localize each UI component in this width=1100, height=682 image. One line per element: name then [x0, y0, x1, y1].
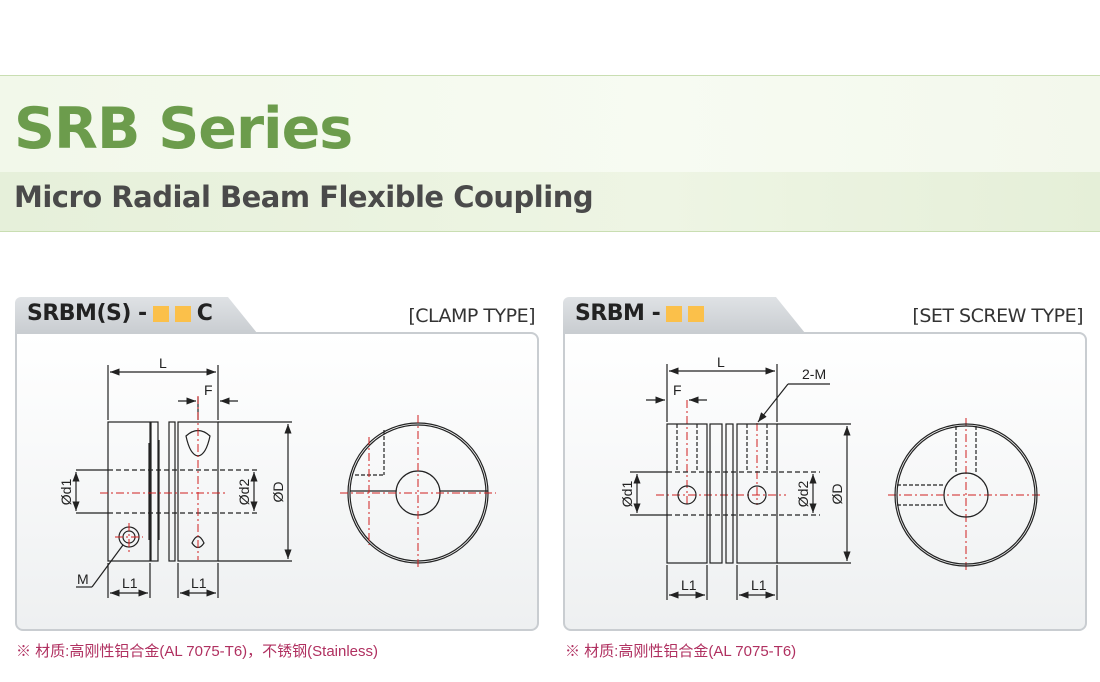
page-subtitle: Micro Radial Beam Flexible Coupling	[14, 180, 594, 214]
clamp-side-view	[72, 365, 489, 598]
option-square	[174, 305, 191, 322]
model-suffix: C	[196, 301, 213, 326]
dim-d2: Ød2	[795, 481, 811, 508]
type-label: [CLAMP TYPE]	[408, 305, 535, 327]
dim-M: M	[77, 571, 89, 587]
model-prefix: SRBM -	[575, 301, 661, 326]
dim-F: F	[673, 382, 682, 398]
material-note: ※ 材质:高刚性铝合金(AL 7075-T6)	[565, 643, 797, 660]
type-label: [SET SCREW TYPE]	[912, 305, 1083, 327]
clamp-type-panel: SRBM(S) - C [CLAMP TYPE]	[15, 297, 539, 631]
page-title: SRB Series	[14, 96, 353, 162]
drawing-box	[15, 332, 539, 631]
dim-L1: L1	[191, 575, 207, 591]
dim-L: L	[159, 355, 167, 371]
dim-D: ØD	[270, 482, 286, 503]
dim-L: L	[717, 354, 725, 370]
model-tab: SRBM -	[563, 297, 805, 333]
header-band	[0, 75, 1100, 173]
option-square	[152, 305, 169, 322]
dimension-labels: L F Ød1 Ød2 ØD L1 L1 M L F Ød1 Ød2 ØD L1…	[58, 354, 845, 593]
subtitle-band	[0, 172, 1100, 232]
dim-d2: Ød2	[236, 479, 252, 506]
dim-F: F	[204, 382, 213, 398]
dim-d1: Ød1	[619, 481, 635, 508]
drawing-box	[563, 332, 1087, 631]
model-tab: SRBM(S) - C	[15, 297, 257, 333]
set-screw-type-panel: SRBM - [SET SCREW TYPE]	[563, 297, 1087, 631]
dim-D: ØD	[829, 484, 845, 505]
dim-2M: 2-M	[802, 366, 826, 382]
option-square	[688, 305, 705, 322]
dim-L1: L1	[751, 577, 767, 593]
dim-L1: L1	[681, 577, 697, 593]
set-screw-side-view	[630, 364, 1038, 600]
dim-d1: Ød1	[58, 479, 74, 506]
dim-L1: L1	[122, 575, 138, 591]
option-square	[666, 305, 683, 322]
model-prefix: SRBM(S) -	[27, 301, 147, 326]
material-note: ※ 材质:高刚性铝合金(AL 7075-T6)，不锈钢(Stainless)	[16, 643, 379, 660]
